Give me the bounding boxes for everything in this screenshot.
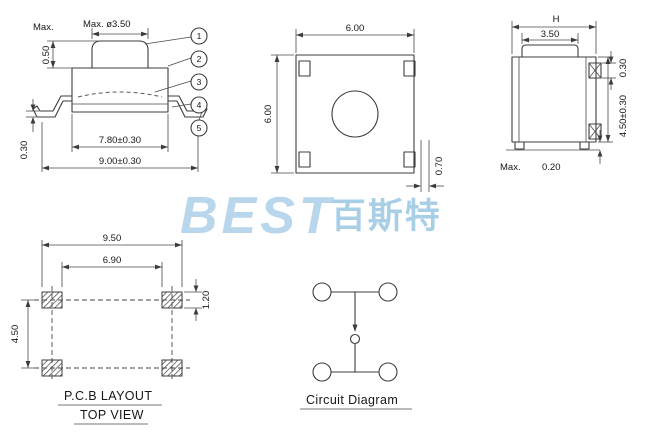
callout-balloon-3: 3 xyxy=(197,77,202,87)
callout-balloon-1: 1 xyxy=(197,31,202,41)
side-view: H 3.50 0.30 xyxy=(500,14,629,173)
top-dim-width: 6.00 xyxy=(346,23,365,34)
circuit-symbol xyxy=(312,282,398,382)
side-dim-height-ref: H xyxy=(553,14,560,25)
side-dim-standoff-label: Max. xyxy=(500,162,521,173)
watermark-cjk-text: 百斯特 xyxy=(330,197,442,236)
switch-front-outline xyxy=(32,40,208,118)
watermark: BEST 百斯特 xyxy=(180,190,442,242)
side-dim-button-width: 3.50 xyxy=(541,29,560,40)
circuit-diagram-title: Circuit Diagram xyxy=(306,393,398,407)
callout-balloons: 1 2 3 4 5 xyxy=(144,27,208,137)
front-dim-button-dia: Max. ø3.50 xyxy=(83,19,131,30)
front-view: Max. ø3.50 Max. 0.50 0.30 xyxy=(19,19,208,172)
pcb-layout-title: P.C.B LAYOUT xyxy=(64,389,152,403)
pcb-dimensions: 9.50 6.90 1.20 xyxy=(10,233,212,369)
pcb-layout: 9.50 6.90 1.20 xyxy=(10,233,212,425)
switch-side-outline xyxy=(506,44,602,151)
top-view-dimensions: 6.00 6.00 0.70 xyxy=(263,23,445,192)
side-view-dimensions: H 3.50 0.30 xyxy=(500,14,629,173)
pcb-pads xyxy=(34,286,190,382)
callout-balloon-4: 4 xyxy=(197,100,202,110)
pcb-dim-row-pitch: 4.50 xyxy=(10,325,21,344)
front-dim-button-height: 0.50 xyxy=(41,46,52,65)
side-dim-body-height: 4.50±0.30 xyxy=(618,95,629,137)
pcb-dim-pad-height: 1.20 xyxy=(201,291,212,310)
side-dim-standoff: 0.20 xyxy=(542,162,561,173)
pcb-layout-subtitle: TOP VIEW xyxy=(80,408,144,422)
top-dim-depth: 6.00 xyxy=(263,105,274,124)
pcb-dim-outer: 9.50 xyxy=(103,233,122,244)
front-view-dimensions: Max. ø3.50 Max. 0.50 0.30 xyxy=(19,19,199,172)
front-dim-lead-thickness: 0.30 xyxy=(19,141,30,160)
watermark-best-text: BEST xyxy=(180,187,335,245)
side-dim-tab-thickness: 0.30 xyxy=(618,59,629,78)
top-view: 6.00 6.00 0.70 xyxy=(263,23,445,192)
front-dim-overall-width: 9.00±0.30 xyxy=(99,156,141,167)
switch-top-outline xyxy=(295,54,416,174)
circuit-diagram: Circuit Diagram xyxy=(300,282,412,410)
top-dim-lead-width: 0.70 xyxy=(434,157,445,176)
pcb-dim-inner: 6.90 xyxy=(103,255,122,266)
front-dim-base-width: 7.80±0.30 xyxy=(99,135,141,146)
callout-balloon-2: 2 xyxy=(197,54,202,64)
front-dim-max-label: Max. xyxy=(33,22,54,33)
callout-balloon-5: 5 xyxy=(197,123,202,133)
